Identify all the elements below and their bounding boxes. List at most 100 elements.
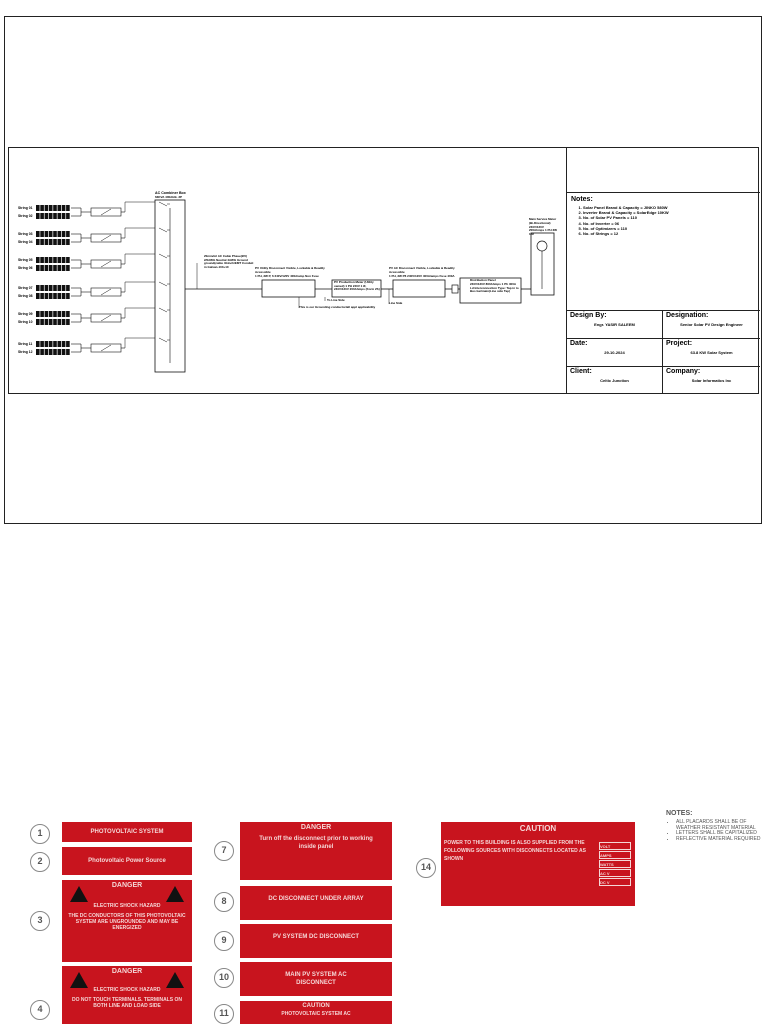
pv-module <box>44 285 49 291</box>
pv-module <box>36 205 40 211</box>
pv-module <box>57 341 62 347</box>
pv-module <box>61 265 66 271</box>
title-row-client: Client: Celtic Junction Company: Solar I… <box>567 367 760 393</box>
distribution-panel-box <box>459 277 522 304</box>
pv-module <box>57 265 62 271</box>
placard-number-14: 14 <box>416 858 436 878</box>
string-label: String 12 <box>18 349 33 354</box>
placard-14-cell: WATTS <box>599 860 631 868</box>
date-label: Date: <box>570 340 588 347</box>
pv-module <box>53 257 57 263</box>
placard-14-cell: VOLT <box>599 842 631 850</box>
string-label: String 08 <box>18 293 33 298</box>
string-label: String 06 <box>18 265 33 270</box>
production-meter-label: PV Production Meter (Utility owned) 1 PH… <box>334 280 380 292</box>
pv-module <box>57 293 62 299</box>
client-value: Celtic Junction <box>600 378 629 383</box>
note-item: No. of Inverter = 06 <box>583 221 756 226</box>
note-item: No. of Solar PV Panels = 110 <box>583 215 756 220</box>
placard-1: PHOTOVOLTAIC SYSTEM <box>62 822 192 842</box>
pv-ac-disconnect-label: PV AC Disconnect Visible, Lockable & Rea… <box>389 266 455 274</box>
placard-8: DC DISCONNECT UNDER ARRAY <box>240 886 392 920</box>
warning-triangle-icon <box>70 972 88 988</box>
pv-module <box>53 213 57 219</box>
pv-module <box>61 257 66 263</box>
design-by-label: Design By: <box>570 312 607 319</box>
string-label: String 07 <box>18 285 33 290</box>
note-item: No. of Optimizers = 110 <box>583 226 756 231</box>
design-by-value: Engr. YASIR SALEEM <box>594 322 635 327</box>
pv-module <box>40 319 44 325</box>
pv-module <box>61 285 66 291</box>
pv-module <box>44 205 49 211</box>
placard-3: DANGER ELECTRIC SHOCK HAZARD THE DC COND… <box>62 880 192 962</box>
production-meter-box <box>331 279 382 298</box>
pv-module <box>66 265 70 271</box>
placard-14-cell: AC V <box>599 869 631 877</box>
warning-triangle-icon <box>166 972 184 988</box>
warning-triangle-icon <box>70 886 88 902</box>
pv-module <box>66 311 70 317</box>
meter-symbol <box>536 240 548 252</box>
project-label: Project: <box>666 340 693 347</box>
pv-module <box>61 205 66 211</box>
distribution-panel-text: 240V/120V 800Ahmps 1 Ph 400A Ld Intercon… <box>470 282 519 294</box>
placard-4-sub: ELECTRIC SHOCK HAZARD <box>93 987 161 993</box>
main-service-meter-box <box>530 232 555 296</box>
placard-number-9: 9 <box>214 931 234 951</box>
pv-module <box>44 231 49 237</box>
placard-4: DANGER ELECTRIC SHOCK HAZARD DO NOT TOUC… <box>62 966 192 1024</box>
placard-note-item: LETTERS SHALL BE CAPITALIZED <box>676 830 766 837</box>
client-label: Client: <box>570 368 592 375</box>
placard-notes-heading: NOTES: <box>666 810 693 817</box>
company-label: Company: <box>666 368 701 375</box>
pv-module <box>44 239 49 245</box>
placard-notes: NOTES: ALL PLACARDS SHALL BE OF WEATHER … <box>666 810 766 842</box>
placard-2-text: Photovoltaic Power Source <box>88 858 166 864</box>
placard-number-7: 7 <box>214 841 234 861</box>
pv-module <box>48 257 53 263</box>
pv-module <box>66 285 70 291</box>
pv-module <box>40 239 44 245</box>
pv-module <box>36 265 40 271</box>
title-row-date: Date: 29-10-2024 Project: 63.8 KW Solar … <box>567 339 760 367</box>
placard-11-title: CAUTION <box>302 1003 330 1009</box>
inverter-symbol <box>100 288 112 296</box>
inverter-symbol <box>100 314 112 322</box>
pv-module <box>61 341 66 347</box>
note-item: No. of Strings = 12 <box>583 231 756 236</box>
string-label: String 02 <box>18 213 33 218</box>
breaker-symbol <box>158 337 168 343</box>
pv-module <box>48 285 53 291</box>
inverter-symbol <box>100 260 112 268</box>
pv-module <box>57 231 62 237</box>
pv-module <box>44 213 49 219</box>
pv-module <box>61 349 66 355</box>
string-label: String 03 <box>18 231 33 236</box>
placard-7-title: DANGER <box>300 824 332 831</box>
string-label: String 11 <box>18 341 33 346</box>
placard-3-title: DANGER <box>111 882 143 889</box>
pv-module <box>66 293 70 299</box>
logo-area <box>567 148 760 193</box>
pv-module <box>36 341 40 347</box>
pv-module <box>40 231 44 237</box>
pv-module <box>40 205 44 211</box>
pv-module <box>61 311 66 317</box>
pv-module <box>57 349 62 355</box>
pv-module <box>48 231 53 237</box>
distribution-panel-title: Distribution Panel <box>470 278 496 282</box>
pv-module <box>66 205 70 211</box>
pv-module <box>40 213 44 219</box>
placard-number-10: 10 <box>214 968 234 988</box>
placard-number-2: 2 <box>30 852 50 872</box>
project-value: 63.8 KW Solar System <box>690 350 733 355</box>
company-cell: Company: Solar Informatics Inc <box>663 367 760 393</box>
placard-14-table: VOLT AMPS WATTS AC V DC V <box>599 842 631 887</box>
pv-module <box>36 213 40 219</box>
pv-module <box>53 265 57 271</box>
placard-4-text: DO NOT TOUCH TERMINALS. TERMINALS ON BOT… <box>72 997 182 1009</box>
placard-10-text: MAIN PV SYSTEM AC DISCONNECT <box>285 972 347 986</box>
pv-module <box>40 265 44 271</box>
